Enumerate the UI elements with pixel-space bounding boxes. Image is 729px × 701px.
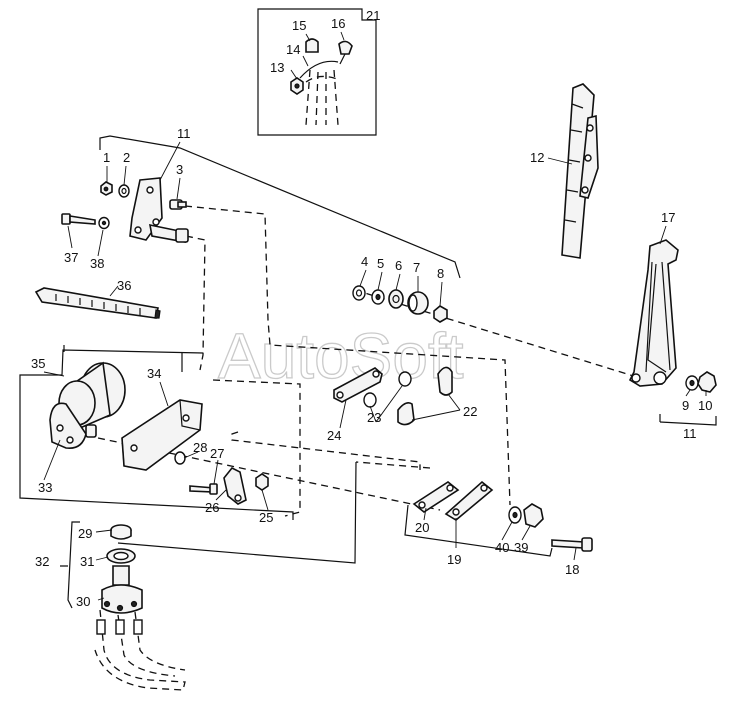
- part-28-washer: [174, 451, 186, 465]
- part-12-wiper-blade: [561, 83, 599, 259]
- group-32-bracket: [60, 521, 80, 609]
- watermark-text: AutoSoft: [218, 320, 464, 392]
- part-20-link: [412, 481, 460, 513]
- part-10-cap-nut: [697, 371, 717, 393]
- part-5-washer: [371, 289, 385, 305]
- callout-39: 39: [514, 540, 528, 555]
- callout-1: 1: [103, 150, 110, 165]
- part-2-washer: [118, 184, 130, 198]
- callout-33: 33: [38, 480, 52, 495]
- callout-5: 5: [377, 256, 384, 271]
- callout-16: 16: [331, 16, 345, 31]
- inset-group-21: [257, 8, 377, 136]
- frame-lines: [19, 135, 717, 564]
- part-4-washer: [352, 285, 366, 301]
- callout-22: 22: [463, 404, 477, 419]
- callout-11-arm-group: 11: [683, 426, 697, 441]
- callout-38: 38: [90, 256, 104, 271]
- callout-28: 28: [193, 440, 207, 455]
- part-22-clip: [397, 366, 453, 426]
- alignment-dashes: [94, 205, 641, 691]
- callout-25: 25: [259, 510, 273, 525]
- callout-17: 17: [661, 210, 675, 225]
- callout-18: 18: [565, 562, 579, 577]
- callout-4: 4: [361, 254, 368, 269]
- part-18-bolt: [551, 537, 593, 552]
- callout-21: 21: [366, 8, 380, 23]
- callout-26: 26: [205, 500, 219, 515]
- callout-29: 29: [78, 526, 92, 541]
- part-16-fitting: [338, 40, 353, 65]
- callout-15: 15: [292, 18, 306, 33]
- part-24-crank: [333, 367, 383, 403]
- part-17-wiper-arm: [628, 239, 679, 387]
- part-3-stud: [169, 199, 187, 210]
- part-7-bushing: [407, 291, 429, 315]
- part-27-bolt: [189, 483, 218, 495]
- callout-31: 31: [80, 554, 94, 569]
- washer-hoses-dashed: [305, 69, 341, 126]
- part-23-washer: [363, 371, 412, 408]
- part-9-washer: [685, 375, 699, 391]
- callout-20: 20: [415, 520, 429, 535]
- callout-32: 32: [35, 554, 49, 569]
- part-19-link: [444, 480, 494, 521]
- part-1-nut: [100, 181, 113, 196]
- callout-leaders: [43, 141, 707, 601]
- part-38-washer: [98, 216, 110, 230]
- callout-30: 30: [76, 594, 90, 609]
- part-15-cap: [305, 38, 319, 53]
- callout-12: 12: [530, 150, 544, 165]
- part-33-wiper-motor: [49, 361, 126, 450]
- callout-10: 10: [698, 398, 712, 413]
- callout-35: 35: [31, 356, 45, 371]
- callout-13: 13: [270, 60, 284, 75]
- callout-40: 40: [495, 540, 509, 555]
- callout-27: 27: [210, 446, 224, 461]
- callout-36: 36: [117, 278, 131, 293]
- part-11-bracket: [129, 177, 189, 243]
- callout-3: 3: [176, 162, 183, 177]
- callout-34: 34: [147, 366, 161, 381]
- part-6-nut: [388, 289, 404, 309]
- part-29-cap: [110, 524, 132, 540]
- part-39-nut: [523, 503, 544, 528]
- part-31-ring: [106, 548, 136, 564]
- part-13-nut: [290, 77, 304, 95]
- callout-9: 9: [682, 398, 689, 413]
- part-25-nut: [255, 473, 269, 491]
- callout-7: 7: [413, 260, 420, 275]
- part-34-motor-bracket: [121, 399, 203, 471]
- callout-23: 23: [367, 410, 381, 425]
- part-37-bolt: [61, 213, 96, 225]
- part-40-washer: [508, 506, 522, 524]
- callout-8: 8: [437, 266, 444, 281]
- callout-labels: 1 2 3 4 5 6 7 8 9 10 11 11 12 13 14 15 1…: [31, 8, 712, 609]
- part-30-pump-body: [96, 565, 143, 635]
- callout-14: 14: [286, 42, 300, 57]
- callout-2: 2: [123, 150, 130, 165]
- part-26-link-plate: [223, 466, 247, 505]
- callout-19: 19: [447, 552, 461, 567]
- callout-11-bracket: 11: [177, 126, 191, 141]
- part-8-nut: [433, 305, 448, 323]
- part-36-cable-tie: [34, 287, 161, 319]
- callout-37: 37: [64, 250, 78, 265]
- callout-24: 24: [327, 428, 341, 443]
- callout-6: 6: [395, 258, 402, 273]
